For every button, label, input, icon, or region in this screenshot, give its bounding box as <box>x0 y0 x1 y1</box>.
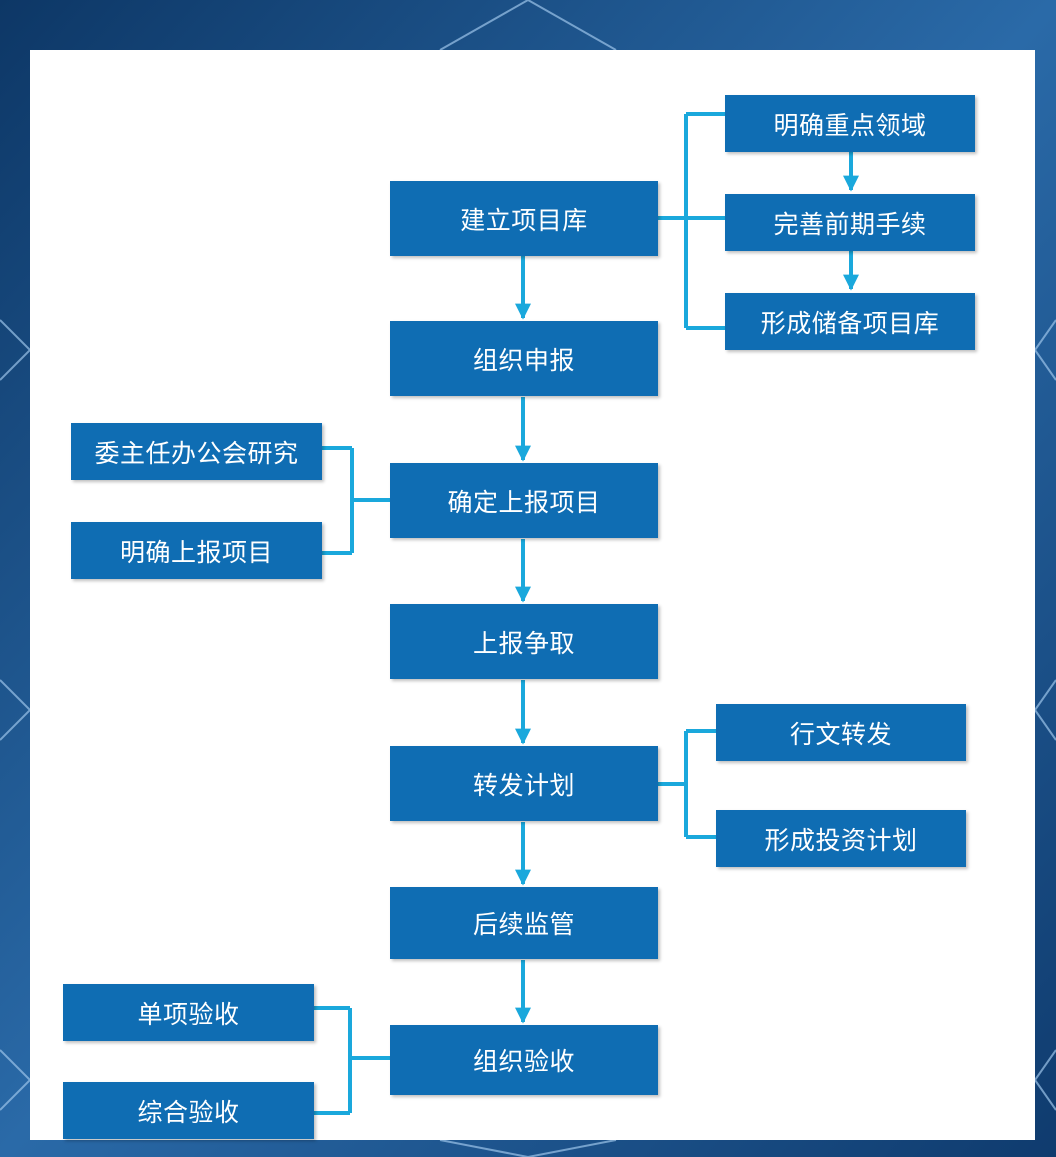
node-follow-up-supervision: 后续监管 <box>390 887 658 959</box>
node-label: 组织验收 <box>472 1047 575 1076</box>
node-label: 建立项目库 <box>460 205 588 235</box>
node-single-acceptance: 单项验收 <box>63 984 314 1041</box>
node-label: 确定上报项目 <box>447 487 601 517</box>
node-label: 形成投资计划 <box>764 825 918 855</box>
node-improve-procedures: 完善前期手续 <box>725 194 975 251</box>
node-clarify-key-areas: 明确重点领域 <box>725 95 975 152</box>
node-label: 上报争取 <box>472 628 575 658</box>
node-label: 行文转发 <box>789 719 892 749</box>
node-organize-acceptance: 组织验收 <box>390 1025 658 1095</box>
node-investment-plan: 形成投资计划 <box>716 810 966 867</box>
node-forward-plan: 转发计划 <box>390 746 658 821</box>
node-label: 组织申报 <box>472 345 575 375</box>
node-label: 综合验收 <box>137 1097 240 1127</box>
node-director-meeting: 委主任办公会研究 <box>71 423 322 480</box>
node-organize-application: 组织申报 <box>390 321 658 396</box>
node-label: 明确重点领域 <box>773 110 927 140</box>
node-reserve-library: 形成储备项目库 <box>725 293 975 350</box>
node-label: 完善前期手续 <box>773 209 927 239</box>
node-label: 明确上报项目 <box>119 537 273 567</box>
node-label: 委主任办公会研究 <box>94 438 299 468</box>
node-label: 转发计划 <box>472 770 575 800</box>
node-label: 后续监管 <box>472 910 575 939</box>
node-confirm-projects: 确定上报项目 <box>390 463 658 538</box>
node-document-forward: 行文转发 <box>716 704 966 761</box>
node-label: 单项验收 <box>137 999 240 1029</box>
node-report-strive: 上报争取 <box>390 604 658 679</box>
node-build-project-library: 建立项目库 <box>390 181 658 256</box>
node-comprehensive-acceptance: 综合验收 <box>63 1082 314 1139</box>
node-clarify-report-projects: 明确上报项目 <box>71 522 322 579</box>
node-label: 形成储备项目库 <box>760 308 940 338</box>
